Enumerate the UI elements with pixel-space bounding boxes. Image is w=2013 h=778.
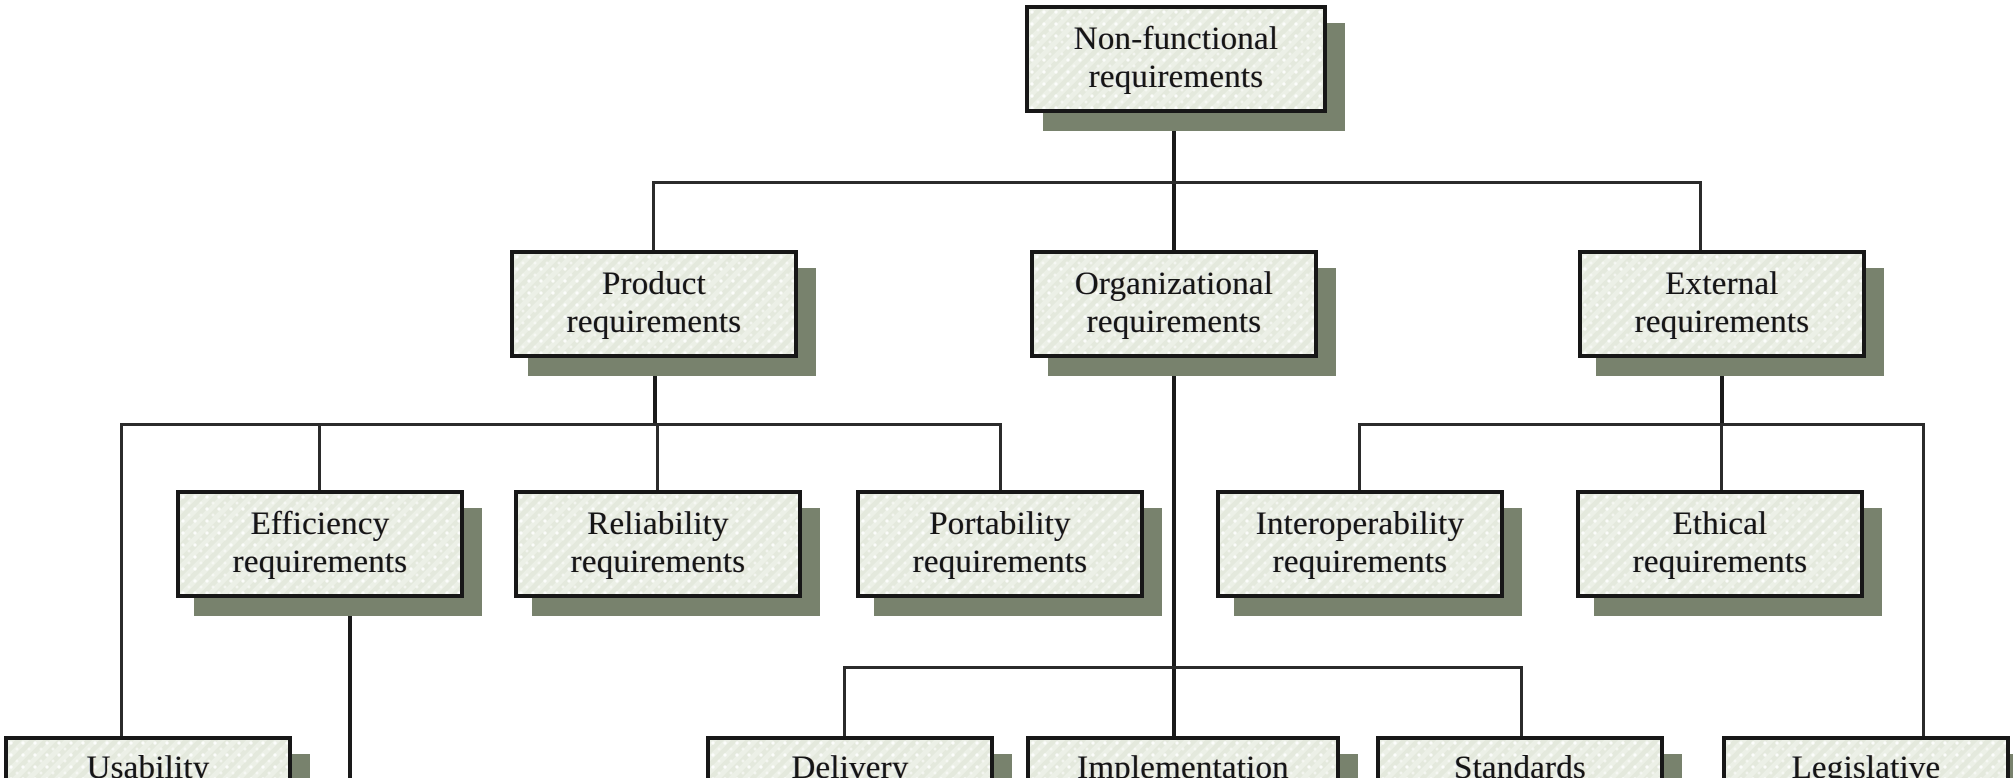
node-external-requirements[interactable]: External requirements (1578, 250, 1884, 376)
node-label-line1: Delivery (791, 750, 909, 778)
node-label-line2: requirements (1088, 59, 1264, 95)
edge-drop-ethical (1720, 423, 1723, 493)
edge-organizational-trunk (1172, 358, 1176, 738)
node-box: Implementation (1026, 736, 1340, 778)
node-label-line1: Efficiency (250, 506, 390, 543)
node-label-line1: Reliability (587, 506, 729, 543)
node-label-line1: Implementation (1077, 750, 1289, 778)
node-label-line2: requirements (570, 544, 746, 580)
node-box: Reliability requirements (514, 490, 802, 598)
node-label-line1: Organizational (1074, 266, 1274, 303)
node-label-line1: Portability (929, 506, 1071, 543)
node-label-line2: requirements (1632, 544, 1808, 580)
node-standards[interactable]: Standards (1376, 736, 1682, 778)
edge-drop-legislative (1922, 423, 1925, 738)
node-box: Legislative (1722, 736, 2010, 778)
node-box: Interoperability requirements (1216, 490, 1504, 598)
edge-drop-efficiency (318, 423, 321, 493)
edge-bus-level1 (652, 181, 1702, 184)
node-box: Product requirements (510, 250, 798, 358)
node-box: Usability (4, 736, 292, 778)
node-label-line1: Interoperability (1255, 506, 1465, 543)
edge-bus-organizational-children (843, 666, 1523, 669)
node-non-functional-requirements[interactable]: Non-functional requirements (1025, 5, 1345, 131)
edge-drop-portability (999, 423, 1002, 493)
edge-drop-reliability (656, 423, 659, 493)
edge-external-stem (1720, 358, 1724, 426)
node-box: Organizational requirements (1030, 250, 1318, 358)
node-efficiency-requirements[interactable]: Efficiency requirements (176, 490, 482, 616)
node-box: Non-functional requirements (1025, 5, 1327, 113)
node-label-line2: requirements (232, 544, 408, 580)
node-label-line2: requirements (912, 544, 1088, 580)
node-label-line1: Non-functional (1073, 21, 1279, 58)
node-label-line2: requirements (1272, 544, 1448, 580)
node-delivery[interactable]: Delivery (706, 736, 1012, 778)
node-label-line1: Legislative (1791, 750, 1941, 778)
node-usability[interactable]: Usability (4, 736, 310, 778)
edge-drop-usability-left (120, 423, 123, 738)
edge-drop-delivery (843, 666, 846, 738)
edge-drop-standards (1520, 666, 1523, 738)
node-label-line2: requirements (1634, 304, 1810, 340)
node-product-requirements[interactable]: Product requirements (510, 250, 816, 376)
edge-bus-external-children (1358, 423, 1925, 426)
node-box: Efficiency requirements (176, 490, 464, 598)
node-organizational-requirements[interactable]: Organizational requirements (1030, 250, 1336, 376)
edge-product-stem (653, 358, 657, 426)
node-label-line2: requirements (566, 304, 742, 340)
node-label-line1: Standards (1454, 750, 1586, 778)
node-box: Ethical requirements (1576, 490, 1864, 598)
node-label-line1: Product (601, 266, 707, 303)
node-label-line1: Usability (86, 750, 210, 778)
node-label-line1: External (1665, 266, 1779, 303)
node-implementation[interactable]: Implementation (1026, 736, 1358, 778)
node-interoperability-requirements[interactable]: Interoperability requirements (1216, 490, 1522, 616)
edge-drop-interoperability (1358, 423, 1361, 493)
node-portability-requirements[interactable]: Portability requirements (856, 490, 1162, 616)
node-legislative[interactable]: Legislative (1722, 736, 2013, 778)
node-box: External requirements (1578, 250, 1866, 358)
node-label-line1: Ethical (1672, 506, 1768, 543)
edge-drop-external (1699, 181, 1702, 253)
node-box: Delivery (706, 736, 994, 778)
edge-drop-product (652, 181, 655, 253)
node-label-line2: requirements (1086, 304, 1262, 340)
node-ethical-requirements[interactable]: Ethical requirements (1576, 490, 1882, 616)
node-reliability-requirements[interactable]: Reliability requirements (514, 490, 820, 616)
node-box: Standards (1376, 736, 1664, 778)
edge-bus-product-children (120, 423, 1002, 426)
edge-efficiency-to-usability (348, 598, 352, 778)
node-box: Portability requirements (856, 490, 1144, 598)
